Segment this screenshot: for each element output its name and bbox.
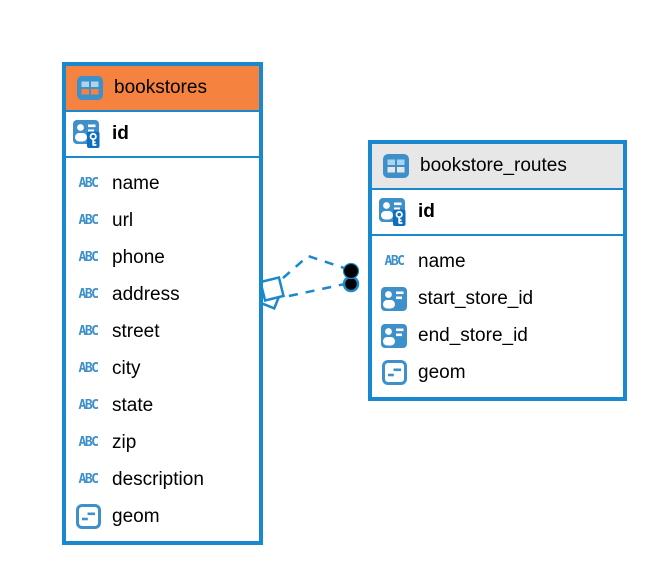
column-name: city — [112, 357, 141, 379]
column-list: ABC name start_store_id — [372, 236, 623, 397]
column-row[interactable]: end_store_id — [372, 317, 623, 354]
text-type-icon: ABC — [384, 254, 405, 269]
column-name: id — [418, 201, 435, 222]
column-name: start_store_id — [418, 287, 534, 309]
column-row[interactable]: ABC address — [66, 276, 259, 313]
text-type-icon: ABC — [78, 324, 99, 339]
column-name: phone — [112, 246, 165, 268]
relationship-line-upper[interactable] — [282, 254, 348, 279]
relationship-line-lower[interactable] — [288, 282, 346, 298]
column-row[interactable]: geom — [372, 354, 623, 391]
column-row[interactable]: ABC phone — [66, 239, 259, 276]
column-name: address — [112, 283, 180, 305]
reference-type-icon — [379, 323, 409, 348]
table-icon — [381, 154, 411, 178]
column-name: url — [112, 209, 134, 231]
text-type-icon: ABC — [78, 472, 99, 487]
reference-type-icon — [379, 286, 409, 311]
column-row[interactable]: ABC city — [66, 350, 259, 387]
column-name: id — [112, 123, 129, 144]
column-name: name — [112, 172, 160, 194]
column-row[interactable]: id — [66, 112, 259, 158]
column-row[interactable]: ABC street — [66, 313, 259, 350]
dot-endpoint-icon[interactable] — [342, 262, 360, 293]
column-name: zip — [112, 431, 137, 453]
text-type-icon: ABC — [78, 176, 99, 191]
table-bookstores[interactable]: bookstores id A — [62, 62, 263, 545]
table-header-bookstore-routes[interactable]: bookstore_routes — [372, 144, 623, 190]
primary-key-icon — [379, 197, 409, 228]
geometry-type-icon — [73, 504, 103, 529]
column-name: name — [418, 250, 466, 272]
column-row[interactable]: ABC name — [66, 165, 259, 202]
column-name: geom — [418, 361, 466, 383]
column-list: ABC name ABC url ABC phone ABC address A… — [66, 158, 259, 541]
column-row[interactable]: ABC zip — [66, 424, 259, 461]
column-row[interactable]: ABC description — [66, 461, 259, 498]
primary-key-icon — [73, 119, 103, 150]
table-title: bookstores — [114, 77, 207, 98]
column-row[interactable]: ABC name — [372, 243, 623, 280]
table-title: bookstore_routes — [420, 155, 567, 176]
text-type-icon: ABC — [78, 435, 99, 450]
column-row[interactable]: ABC url — [66, 202, 259, 239]
column-name: end_store_id — [418, 324, 528, 346]
column-name: street — [112, 320, 160, 342]
column-row[interactable]: ABC state — [66, 387, 259, 424]
column-row[interactable]: id — [372, 190, 623, 236]
column-name: state — [112, 394, 154, 416]
table-header-bookstores[interactable]: bookstores — [66, 66, 259, 112]
text-type-icon: ABC — [78, 250, 99, 265]
table-icon — [75, 76, 105, 100]
text-type-icon: ABC — [78, 287, 99, 302]
column-name: geom — [112, 505, 160, 527]
column-name: description — [112, 468, 204, 490]
geometry-type-icon — [379, 360, 409, 385]
column-row[interactable]: geom — [66, 498, 259, 535]
column-row[interactable]: start_store_id — [372, 280, 623, 317]
text-type-icon: ABC — [78, 398, 99, 413]
text-type-icon: ABC — [78, 361, 99, 376]
table-bookstore-routes[interactable]: bookstore_routes id — [368, 140, 627, 401]
text-type-icon: ABC — [78, 213, 99, 228]
